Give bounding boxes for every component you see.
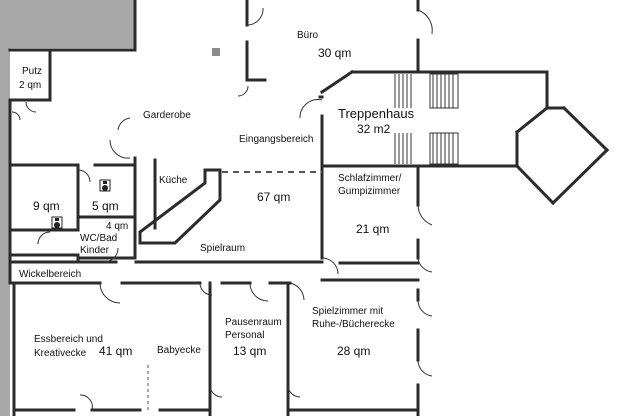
room-spielzimmer-area: 28 qm: [337, 344, 370, 358]
walls: [8, 0, 610, 416]
room-pausenraum-area: 13 qm: [233, 344, 266, 358]
room-essbereich-line1: Essbereich und: [34, 334, 103, 345]
room-treppenhaus-name: Treppenhaus: [338, 106, 415, 121]
room-essbereich-line2: Kreativecke: [34, 348, 87, 359]
room-pausenraum-line2: Personal: [225, 330, 264, 341]
room-wc-b-area: 5 qm: [92, 199, 119, 213]
room-eingang-name: Eingangsbereich: [239, 134, 314, 145]
room-pausenraum-line1: Pausenraum: [225, 317, 282, 328]
room-spielzimmer-line1: Spielzimmer mit: [312, 306, 383, 317]
toilet-icon: [51, 216, 63, 229]
room-schlafzimmer-area: 21 qm: [356, 222, 389, 236]
room-schlafzimmer-line1: Schlafzimmer/: [338, 173, 402, 184]
neighbour-building-top: [0, 0, 135, 48]
stairs-lower: [394, 132, 459, 165]
toilet-icon: [99, 179, 111, 192]
room-schlafzimmer-line2: Gumpizimmer: [338, 186, 401, 197]
room-buero-name: Büro: [297, 30, 319, 41]
room-putz-name: Putz: [22, 66, 42, 77]
room-spielraum-name: Spielraum: [200, 243, 245, 254]
room-wc-kinder-line2: Kinder: [80, 245, 110, 256]
doors: [11, 7, 433, 411]
room-spielzimmer-line2: Ruhe-/Bücherecke: [312, 319, 395, 330]
room-wc-kinder-area: 4 qm: [106, 221, 128, 232]
room-buero-area: 30 qm: [318, 46, 351, 60]
room-treppenhaus-area: 32 m2: [357, 122, 391, 136]
pillar-icon: [212, 48, 220, 56]
neighbour-building-side: [0, 48, 10, 416]
room-wc-kinder-line1: WC/Bad: [80, 233, 117, 244]
stairs-upper: [394, 73, 459, 109]
room-kueche-name: Küche: [159, 175, 188, 186]
room-essbereich-area: 41 qm: [99, 344, 132, 358]
room-spielraum-area: 67 qm: [257, 190, 290, 204]
room-wc-a-area: 9 qm: [33, 199, 60, 213]
room-garderobe-name: Garderobe: [143, 110, 191, 121]
room-babyecke-name: Babyecke: [157, 345, 201, 356]
room-wickel-name: Wickelbereich: [19, 269, 81, 280]
room-putz-area: 2 qm: [19, 80, 41, 91]
